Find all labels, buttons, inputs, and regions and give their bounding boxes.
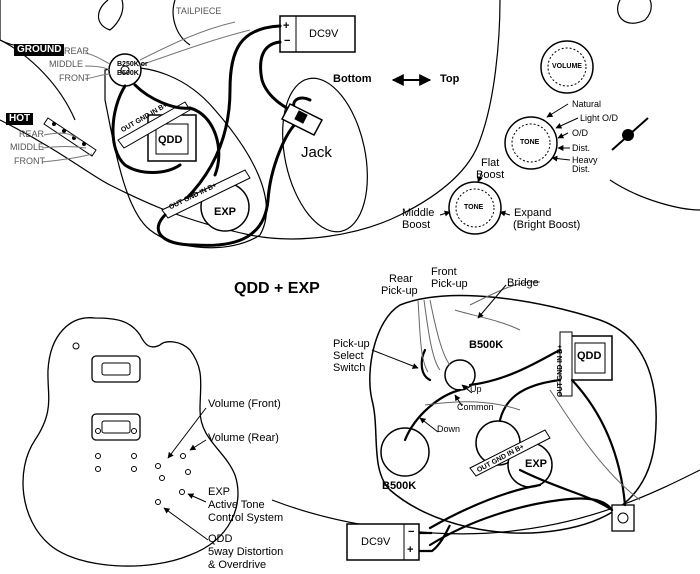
- battery-label-top: DC9V: [309, 28, 339, 40]
- qdd-label-3: & Overdrive: [208, 559, 267, 571]
- select-switch-3: Switch: [333, 362, 366, 374]
- battery-bottom: [346, 523, 420, 561]
- middle-boost-1: Middle: [402, 207, 435, 219]
- module-wires-top: [111, 83, 312, 247]
- qdd-label-1: QDD: [208, 533, 233, 545]
- hot-rear-label: REAR: [19, 129, 45, 139]
- rear-pickup-1: Rear: [389, 273, 413, 285]
- ground-tag: GROUND: [14, 44, 65, 56]
- qdd-label-2: 5way Distortion: [208, 546, 284, 558]
- mode-light-od: Light O/D: [580, 113, 619, 123]
- pot-label-1: B250K or: [117, 61, 148, 68]
- body-outline-bottom-right: [271, 469, 700, 535]
- volume-knob-label: VOLUME: [552, 63, 582, 70]
- body-holes: [95, 428, 191, 505]
- ground-front-label: FRONT: [59, 73, 90, 83]
- volume-front-label: Volume (Front): [208, 398, 281, 410]
- top-right-body-outline: [609, 0, 700, 211]
- exp-label-bottom: EXP: [525, 458, 548, 470]
- volume-rear-label: Volume (Rear): [208, 432, 279, 444]
- battery-minus-top: −: [284, 35, 291, 47]
- pickup-front-outline: [91, 355, 141, 383]
- jack-label: Jack: [301, 144, 332, 161]
- battery-label-bottom: DC9V: [361, 536, 391, 548]
- front-pickup-2: Pick-up: [431, 278, 468, 290]
- battery-wires-bottom: [419, 524, 451, 553]
- ground-rear-label: REAR: [64, 46, 90, 56]
- down-label: Down: [437, 424, 461, 434]
- strap-button: [72, 342, 80, 350]
- exp-module-bottom: [469, 429, 553, 488]
- qdd-module-top: [117, 101, 197, 162]
- rear-pickup-2: Pick-up: [381, 285, 418, 297]
- jack-cavity: [282, 77, 368, 233]
- qdd-module-bottom: [559, 331, 613, 397]
- wires-bottom-black: [403, 348, 627, 547]
- mode-natural: Natural: [572, 99, 602, 109]
- b500k-top-label: B500K: [469, 339, 504, 351]
- pots-bottom: [380, 359, 521, 477]
- toggle-switch-icon: [611, 117, 649, 151]
- hot-tag: HOT: [6, 113, 34, 125]
- qdd-label-bottom: QDD: [577, 350, 602, 362]
- mode-dist: Dist.: [572, 143, 590, 153]
- qdd-label-top: QDD: [158, 134, 183, 146]
- control-cavity-top: [104, 66, 268, 249]
- expand-1: Expand: [514, 207, 552, 219]
- exp-label-1: EXP: [208, 486, 231, 498]
- hot-wires: [41, 132, 93, 163]
- wires-bottom-grey: [417, 281, 641, 501]
- exp-module-top: [161, 169, 251, 232]
- middle-boost-2: Boost: [402, 219, 431, 231]
- battery-plus-bottom: +: [407, 544, 414, 556]
- ground-middle-label: MIDDLE: [49, 59, 84, 69]
- common-label: Common: [457, 402, 494, 412]
- jack-bottom: [611, 504, 635, 532]
- tailpiece-label: TAILPIECE: [176, 6, 222, 16]
- ground-wires: [84, 21, 251, 80]
- diagram-title: QDD + EXP: [234, 280, 320, 297]
- flat-boost-1: Flat: [481, 157, 500, 169]
- hot-middle-label: MIDDLE: [10, 142, 45, 152]
- jack-plug: [280, 103, 324, 136]
- hot-front-label: FRONT: [14, 156, 45, 166]
- mode-od: O/D: [572, 128, 589, 138]
- bottom-right-arrows: [371, 284, 507, 433]
- pickup-rear-outline: [91, 413, 141, 441]
- mode-arrows: [439, 103, 579, 217]
- select-switch-2: Select: [333, 350, 364, 362]
- b500k-bottom-label: B500K: [382, 480, 417, 492]
- battery-minus-bottom: −: [408, 526, 415, 538]
- hot-pickup-terminal: [43, 117, 97, 157]
- tone-knob-label-2: TONE: [464, 204, 484, 211]
- bottom-label: Bottom: [333, 73, 372, 85]
- battery-plus-top: +: [283, 20, 290, 32]
- up-label: Up: [470, 384, 482, 394]
- mode-heavy-2: Dist.: [572, 164, 590, 174]
- exp-label-2: Active Tone: [208, 499, 265, 511]
- guitar-body-outline: [22, 317, 239, 567]
- tone-knob-eq: [448, 181, 502, 235]
- volume-knob: [540, 40, 594, 94]
- pot-label-2: B500K: [117, 70, 139, 77]
- bottom-left-arrows: [163, 407, 209, 541]
- expand-2: (Bright Boost): [513, 219, 581, 231]
- control-cavity-bottom: [369, 294, 657, 534]
- flat-boost-2: Boost: [476, 169, 505, 181]
- tone-knob-mode: [504, 116, 558, 170]
- top-left-body-outline: [0, 0, 501, 240]
- exp-label-top: EXP: [214, 206, 237, 218]
- qdd-pins-bottom: OUT GND IN B+: [557, 344, 564, 397]
- battery-top: [279, 15, 356, 53]
- top-label: Top: [440, 73, 460, 85]
- exp-label-3: Control System: [208, 512, 284, 524]
- select-switch-1: Pick-up: [333, 338, 370, 350]
- mode-heavy-1: Heavy: [572, 155, 598, 165]
- bridge-label: Bridge: [507, 277, 539, 289]
- tone-knob-label-1: TONE: [520, 139, 540, 146]
- front-pickup-1: Front: [431, 266, 457, 278]
